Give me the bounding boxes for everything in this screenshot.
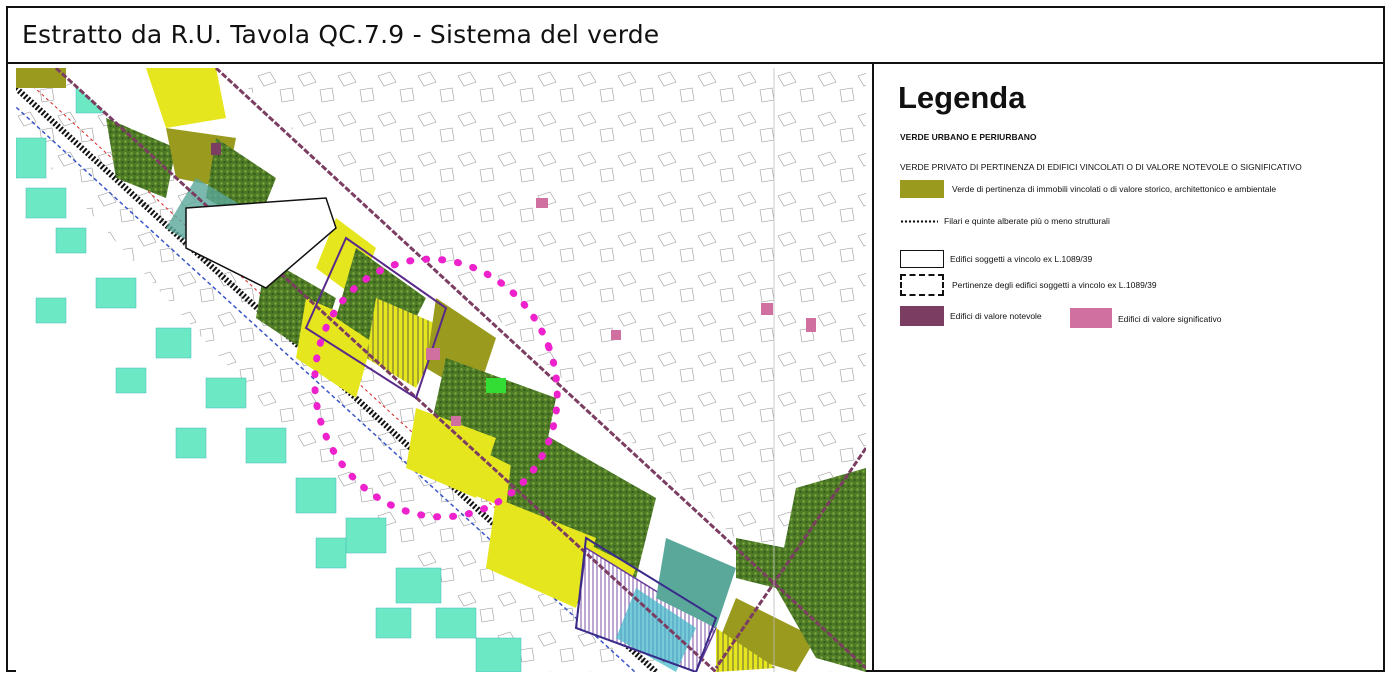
legend-swatch-outline bbox=[900, 250, 944, 268]
legend-dotted-line bbox=[900, 220, 938, 223]
legend-swatch-dashed bbox=[900, 274, 944, 296]
parcel-borders bbox=[54, 68, 866, 672]
study-area-circle bbox=[311, 255, 561, 521]
map-svg bbox=[16, 68, 866, 672]
legend-label-edifici-significativo: Edifici di valore significativo bbox=[1118, 314, 1222, 324]
legend-label-pertinenze-vincolo: Pertinenze degli edifici soggetti a vinc… bbox=[952, 280, 1157, 290]
legend-label-edifici-vincolo: Edifici soggetti a vincolo ex L.1089/39 bbox=[950, 254, 1093, 264]
map-canvas[interactable] bbox=[16, 68, 866, 672]
legend-panel: Legenda VERDE URBANO E PERIURBANO VERDE … bbox=[878, 66, 1378, 666]
panel-divider bbox=[872, 64, 874, 672]
legend-section-main: VERDE URBANO E PERIURBANO bbox=[900, 132, 1037, 142]
white-building-plot bbox=[185, 197, 337, 289]
legend-label-filari: Filari e quinte alberate più o meno stru… bbox=[944, 216, 1110, 226]
title-bar: Estratto da R.U. Tavola QC.7.9 - Sistema… bbox=[8, 8, 1383, 64]
buildings bbox=[211, 143, 816, 426]
legend-label-edifici-notevole: Edifici di valore notevole bbox=[950, 311, 1042, 321]
legend-section-sub: VERDE PRIVATO DI PERTINENZA DI EDIFICI V… bbox=[900, 162, 1302, 172]
map-title: Estratto da R.U. Tavola QC.7.9 - Sistema… bbox=[22, 20, 660, 49]
legend-swatch-maroon bbox=[900, 306, 944, 326]
legend-swatch-pink bbox=[1070, 308, 1112, 328]
coastal-zone bbox=[16, 128, 516, 672]
legend-heading: Legenda bbox=[898, 80, 1026, 115]
legend-swatch-olive bbox=[900, 180, 944, 198]
legend-label-verde-pertinenza: Verde di pertinenza di immobili vincolat… bbox=[952, 184, 1277, 194]
map-extract-frame: Estratto da R.U. Tavola QC.7.9 - Sistema… bbox=[6, 6, 1385, 672]
